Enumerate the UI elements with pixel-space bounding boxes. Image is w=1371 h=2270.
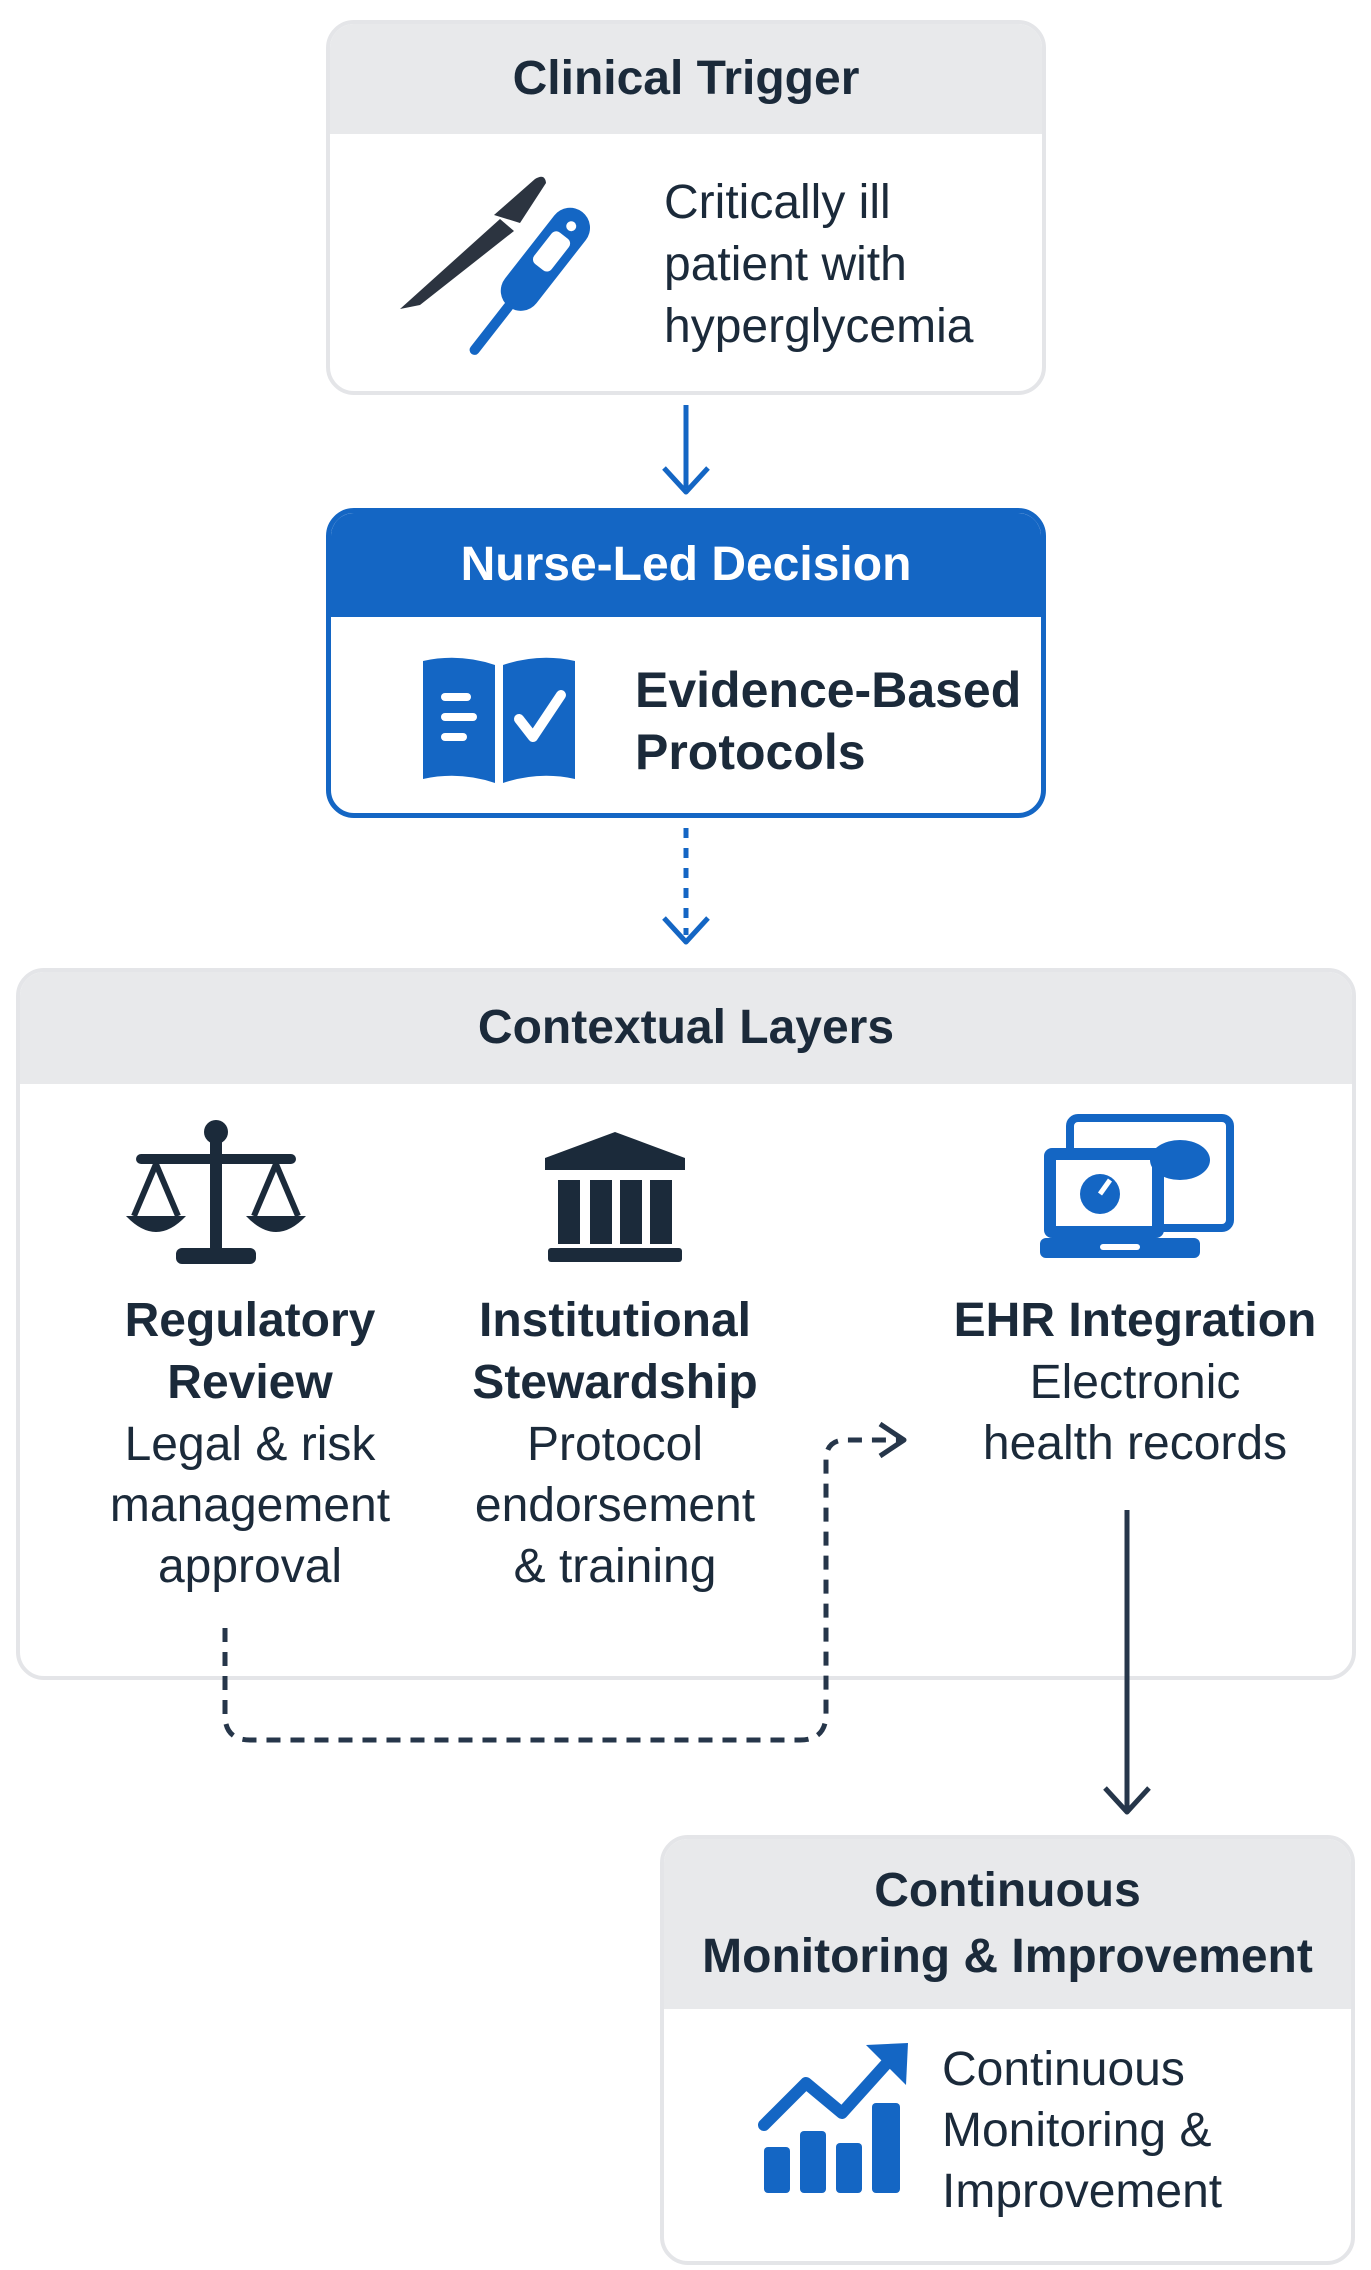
text-line: Monitoring & [942, 2104, 1212, 2157]
column-title: Institutional [479, 1294, 751, 1347]
column-desc: & training [513, 1540, 717, 1593]
column-desc: Electronic [1029, 1356, 1241, 1409]
regulatory-review-column: Regulatory Review Legal & risk managemen… [50, 1290, 450, 1597]
text-line: hyperglycemia [664, 300, 974, 353]
column-title: Regulatory [124, 1294, 376, 1347]
column-title: Stewardship [472, 1356, 758, 1409]
text-line: Evidence-Based [635, 662, 1022, 718]
growth-chart-icon [756, 2039, 916, 2199]
text-line: patient with [664, 238, 907, 291]
scalpel-icon [370, 159, 550, 329]
clinical-trigger-title: Clinical Trigger [330, 24, 1042, 134]
institutional-stewardship-column: Institutional Stewardship Protocol endor… [415, 1290, 815, 1597]
column-desc: approval [157, 1540, 343, 1593]
text-line: Protocols [635, 724, 866, 780]
decision-to-context-arrow [662, 828, 710, 945]
ehr-integration-column: EHR Integration Electronic health record… [930, 1290, 1340, 1474]
column-desc: endorsement [474, 1479, 756, 1532]
nurse-led-decision-box: Nurse-Led Decision Evidence-Based Protoc… [326, 508, 1046, 818]
clinical-trigger-text: Critically ill patient with hyperglycemi… [664, 172, 973, 358]
nurse-led-text: Evidence-Based Protocols [635, 659, 1021, 783]
text-line: Continuous [942, 2043, 1185, 2096]
monitoring-text: Continuous Monitoring & Improvement [942, 2039, 1222, 2222]
column-title: EHR Integration [953, 1294, 1317, 1347]
text-line: Improvement [942, 2165, 1223, 2218]
title-line: Monitoring & Improvement [702, 1930, 1313, 1983]
monitoring-title: Continuous Monitoring & Improvement [664, 1839, 1351, 2009]
monitoring-box: Continuous Monitoring & Improvement Cont… [660, 1835, 1355, 2265]
text-line: Critically ill [664, 176, 891, 229]
scales-icon [126, 1120, 306, 1270]
nurse-led-decision-title: Nurse-Led Decision [331, 513, 1041, 617]
column-desc: management [109, 1479, 391, 1532]
clinical-trigger-box: Clinical Trigger Critically ill patient … [326, 20, 1046, 395]
column-desc: health records [982, 1417, 1288, 1470]
trigger-to-decision-arrow [662, 405, 710, 495]
ehr-laptop-icon [1040, 1114, 1240, 1264]
column-title: Review [167, 1356, 333, 1409]
thermometer-icon [455, 184, 605, 374]
contextual-layers-title: Contextual Layers [20, 972, 1352, 1084]
institution-icon [540, 1128, 690, 1268]
protocol-book-icon [419, 655, 579, 785]
column-desc: Protocol [526, 1418, 704, 1471]
contextual-layers-box: Contextual Layers Regulatory Review Lega… [16, 968, 1356, 1680]
column-desc: Legal & risk [124, 1418, 376, 1471]
title-line: Continuous [874, 1864, 1141, 1917]
